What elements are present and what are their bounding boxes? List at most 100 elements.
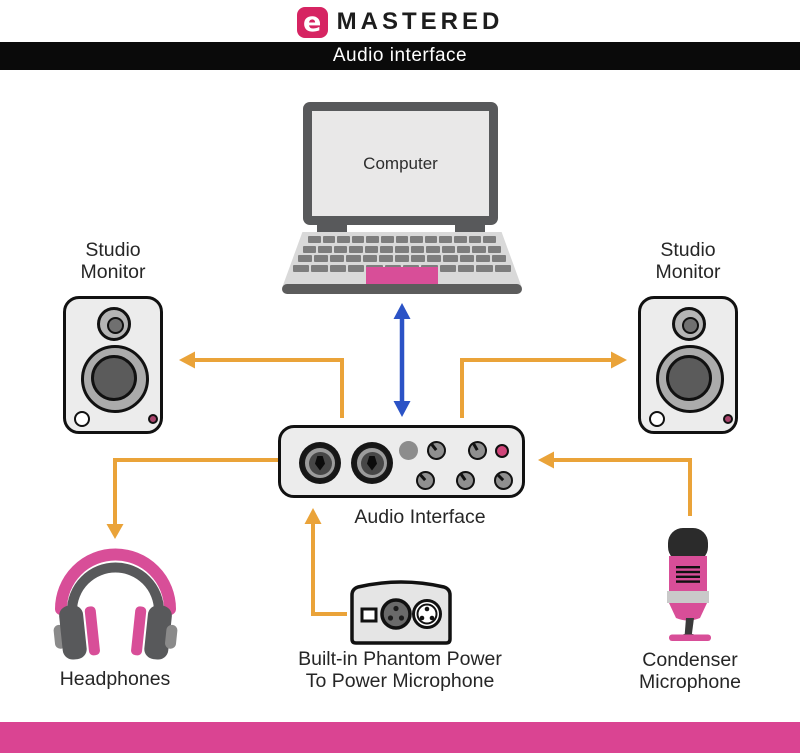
footer-accent-bar bbox=[0, 722, 800, 753]
arrow-interface-to-headphones bbox=[113, 458, 278, 524]
keyboard-key bbox=[476, 264, 493, 272]
keyboard-key bbox=[318, 245, 332, 253]
keyboard-key bbox=[337, 236, 350, 243]
jack-core bbox=[360, 451, 384, 475]
earcup-nub bbox=[165, 624, 178, 649]
keyboard-key bbox=[457, 264, 475, 272]
arrowhead-headphones bbox=[106, 524, 124, 539]
earcup-pad bbox=[131, 606, 147, 656]
keyboard-key bbox=[472, 245, 486, 253]
keyboard-key bbox=[411, 255, 426, 262]
arrow-microphone-to-interface bbox=[553, 458, 692, 516]
laptop-screen: Computer bbox=[303, 102, 498, 225]
earcup-shell bbox=[59, 605, 87, 660]
knob-tick bbox=[496, 473, 504, 481]
arrowhead-mic-to-interface bbox=[538, 451, 554, 469]
woofer-icon bbox=[656, 345, 724, 413]
knob-tick bbox=[471, 442, 479, 451]
keyboard-key bbox=[349, 245, 363, 253]
xlr-pin-icon bbox=[314, 455, 326, 471]
emastered-logo: e MASTERED bbox=[0, 4, 800, 40]
keyboard-key bbox=[456, 245, 471, 253]
tweeter-icon bbox=[97, 307, 131, 341]
monitor-power-led bbox=[723, 414, 733, 424]
keyboard-row bbox=[298, 255, 507, 262]
xlr-pin-icon bbox=[366, 455, 378, 471]
condenser-microphone-label: Condenser Microphone bbox=[639, 649, 741, 693]
left-monitor-label: Studio Monitor bbox=[80, 239, 146, 283]
monitor-power-led bbox=[148, 414, 158, 424]
gain-knob bbox=[451, 466, 479, 494]
keyboard-key bbox=[364, 245, 378, 253]
keyboard-key bbox=[303, 245, 317, 253]
title-banner: Audio interface bbox=[0, 42, 800, 70]
xlr-female-icon bbox=[380, 598, 412, 630]
power-led bbox=[495, 444, 509, 458]
headphones-icon bbox=[53, 548, 178, 660]
keyboard-key bbox=[487, 245, 502, 253]
earcup-shell bbox=[144, 605, 172, 660]
keyboard-key bbox=[475, 255, 490, 262]
arrowhead-phantom-to-interface bbox=[304, 508, 322, 524]
arrow-interface-to-right-monitor bbox=[460, 358, 611, 418]
left-earcup bbox=[53, 605, 100, 660]
mic-grill-line bbox=[676, 580, 700, 583]
tweeter-dome bbox=[681, 316, 699, 334]
keyboard-key bbox=[322, 236, 336, 243]
woofer-cone bbox=[91, 355, 137, 401]
keyboard-key bbox=[426, 245, 440, 253]
keyboard-row bbox=[308, 236, 496, 243]
mic-base bbox=[669, 634, 711, 641]
keyboard-key bbox=[394, 255, 410, 262]
keyboard-key bbox=[454, 236, 467, 243]
arrowhead-blue-down bbox=[393, 401, 411, 417]
mic-capsule bbox=[668, 528, 708, 562]
gain-knob bbox=[464, 437, 490, 463]
arrowhead-blue-up bbox=[393, 303, 411, 319]
monitor-port bbox=[74, 411, 90, 427]
headband-outer bbox=[55, 548, 176, 615]
keyboard-key bbox=[314, 255, 329, 262]
headband-inner bbox=[67, 562, 164, 616]
knob-tick bbox=[418, 473, 426, 481]
mic-grill-line bbox=[676, 575, 700, 578]
audio-interface-device bbox=[278, 425, 525, 498]
mic-band bbox=[667, 591, 709, 603]
laptop-hinge-left bbox=[317, 225, 347, 234]
jack-ring bbox=[355, 446, 389, 480]
keyboard-key bbox=[395, 245, 409, 253]
keyboard-key bbox=[293, 264, 310, 272]
computer-label: Computer bbox=[312, 111, 489, 216]
keyboard-key bbox=[441, 245, 455, 253]
mic-stem bbox=[684, 618, 694, 637]
xlr-male-icon bbox=[412, 599, 442, 629]
studio-monitor-left bbox=[63, 296, 163, 434]
keyboard-key bbox=[427, 255, 442, 262]
condenser-microphone-icon bbox=[667, 528, 711, 641]
arrowhead-right-monitor bbox=[611, 351, 627, 369]
knob-tick bbox=[459, 472, 466, 481]
keyboard-key bbox=[443, 255, 458, 262]
woofer-icon bbox=[81, 345, 149, 413]
keyboard-key bbox=[494, 264, 511, 272]
arrowhead-left-monitor bbox=[179, 351, 195, 369]
keyboard-key bbox=[410, 236, 423, 243]
jack-core bbox=[308, 451, 332, 475]
mic-lower-body bbox=[669, 603, 707, 621]
keyboard-key bbox=[346, 255, 361, 262]
emastered-e-icon: e bbox=[296, 6, 328, 38]
knob-tick bbox=[430, 443, 437, 451]
tweeter-dome bbox=[106, 316, 124, 334]
keyboard-key bbox=[468, 236, 482, 243]
keyboard-key bbox=[329, 264, 346, 272]
earcup-pad bbox=[84, 606, 100, 656]
combo-jack-input-2 bbox=[351, 442, 393, 484]
gain-knob bbox=[489, 466, 517, 494]
keyboard-key bbox=[351, 236, 365, 243]
laptop-hinge-right bbox=[455, 225, 485, 234]
keyboard-key bbox=[410, 245, 425, 253]
audio-interface-label: Audio Interface bbox=[354, 506, 486, 528]
mic-grill-line bbox=[676, 570, 700, 574]
keyboard-key bbox=[439, 236, 453, 243]
